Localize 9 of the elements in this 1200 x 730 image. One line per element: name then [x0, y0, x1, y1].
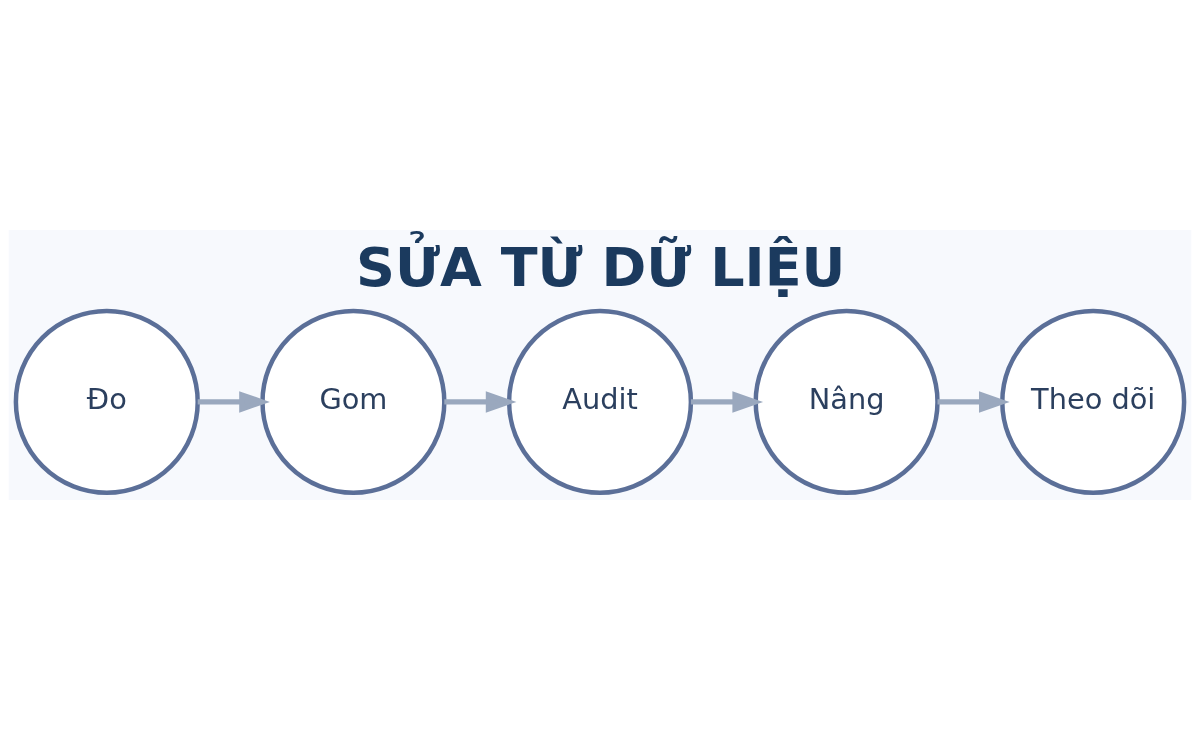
node-circle: Audit: [506, 308, 694, 496]
arrow: [444, 391, 517, 413]
node-circle: Gom: [260, 308, 447, 496]
node-circle: Theo dõi: [1000, 308, 1187, 496]
arrow: [690, 391, 764, 413]
arrow: [197, 391, 270, 413]
node-circle: Đo: [13, 308, 200, 496]
arrow: [937, 391, 1010, 413]
node-circle: Nâng: [753, 308, 940, 496]
